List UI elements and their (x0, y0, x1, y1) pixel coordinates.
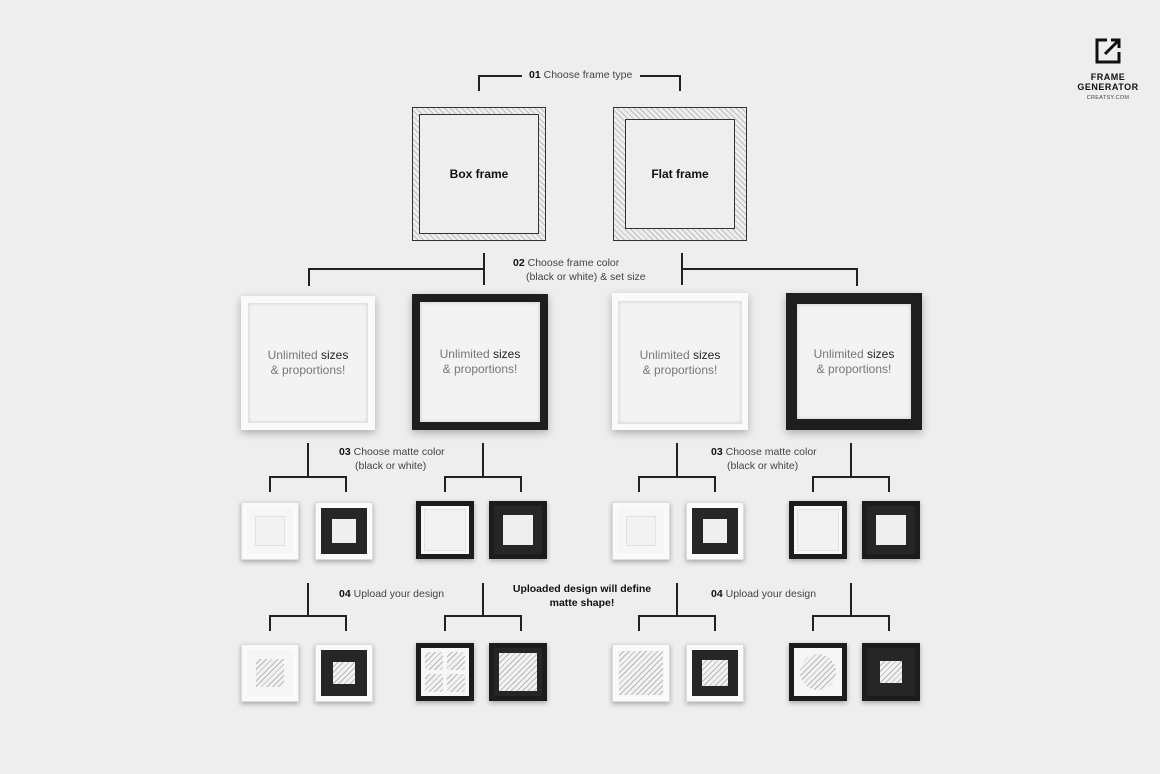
black-box-frame[interactable]: Unlimited sizes & proportions! (412, 294, 548, 430)
logo: FRAME GENERATOR CREATSY.COM (1072, 36, 1144, 101)
black-frame-black-matte[interactable] (489, 501, 547, 559)
white-flat-frame[interactable]: Unlimited sizes & proportions! (612, 293, 748, 430)
black-flat-white-matte[interactable] (789, 501, 847, 559)
step3-text-line1: Choose matte color (353, 446, 445, 458)
logo-title-line1: FRAME (1090, 72, 1126, 82)
big-frame-text-strong: sizes (321, 348, 349, 362)
black-frame-white-matte[interactable] (416, 501, 474, 559)
big-frame-text-prefix: Unlimited (439, 347, 493, 361)
note-line1: Uploaded design will define (512, 583, 652, 595)
big-frame-text-line2: & proportions! (442, 362, 518, 376)
box-frame-label: Box frame (449, 167, 509, 181)
flat-frame-type[interactable]: Flat frame (613, 107, 747, 241)
big-frame-text-line2: & proportions! (642, 362, 718, 377)
white-flat-black-matte[interactable] (686, 502, 744, 560)
design-black-frame-black-matte[interactable] (489, 643, 547, 701)
step3-number: 03 (339, 446, 351, 458)
design-white-frame-black-matte[interactable] (315, 644, 373, 702)
step3-text-line1: Choose matte color (725, 446, 817, 458)
step1-label: 01 Choose frame type (529, 68, 632, 82)
note-line2: matte shape! (549, 597, 615, 609)
big-frame-text-strong: sizes (493, 347, 521, 361)
white-box-frame[interactable]: Unlimited sizes & proportions! (241, 296, 375, 430)
logo-subtitle: CREATSY.COM (1086, 95, 1130, 101)
big-frame-text-prefix: Unlimited (639, 347, 693, 362)
step4-number: 04 (711, 588, 723, 600)
design-flat-white-full[interactable] (612, 644, 670, 702)
matte-shape-note: Uploaded design will define matte shape! (500, 582, 664, 610)
white-frame-black-matte[interactable] (315, 502, 373, 560)
box-frame-type[interactable]: Box frame (412, 107, 546, 241)
design-black-frame-grid-matte[interactable] (416, 643, 474, 701)
design-flat-white-black-matte[interactable] (686, 644, 744, 702)
step4-label-left: 04 Upload your design (339, 587, 444, 601)
step2-text-line2: (black or white) & set size (526, 271, 646, 283)
design-flat-black-black-matte[interactable] (862, 643, 920, 701)
white-flat-white-matte[interactable] (612, 502, 670, 560)
step3-label-left: 03 Choose matte color (339, 445, 445, 459)
design-white-frame-white-matte[interactable] (241, 644, 299, 702)
step3-text-line2-right: (black or white) (727, 460, 799, 472)
big-frame-text-line2: & proportions! (270, 363, 346, 377)
black-flat-frame[interactable]: Unlimited sizes & proportions! (786, 293, 922, 430)
step2-label: 02 Choose frame color (513, 256, 619, 270)
edit-square-icon (1095, 38, 1121, 64)
step4-number: 04 (339, 588, 351, 600)
step2-text-line1: Choose frame color (527, 257, 620, 269)
black-flat-black-matte[interactable] (862, 501, 920, 559)
step2-number: 02 (513, 257, 525, 269)
flat-frame-label: Flat frame (651, 167, 709, 181)
big-frame-text-strong: sizes (693, 347, 721, 362)
step3-text-line2-left: (black or white) (355, 460, 427, 472)
step1-text: Choose frame type (543, 69, 633, 81)
step1-number: 01 (529, 69, 541, 81)
step3-number: 03 (711, 446, 723, 458)
big-frame-text-strong: sizes (867, 346, 895, 361)
design-flat-black-circle-matte[interactable] (789, 643, 847, 701)
big-frame-text-prefix: Unlimited (267, 348, 321, 362)
big-frame-text-line2: & proportions! (816, 361, 892, 376)
step3-label-right: 03 Choose matte color (711, 445, 817, 459)
logo-title-line2: GENERATOR (1077, 82, 1139, 92)
big-frame-text-prefix: Unlimited (813, 346, 867, 361)
white-frame-white-matte[interactable] (241, 502, 299, 560)
step4-label-right: 04 Upload your design (711, 587, 816, 601)
step4-text: Upload your design (725, 588, 817, 600)
step4-text: Upload your design (353, 588, 445, 600)
